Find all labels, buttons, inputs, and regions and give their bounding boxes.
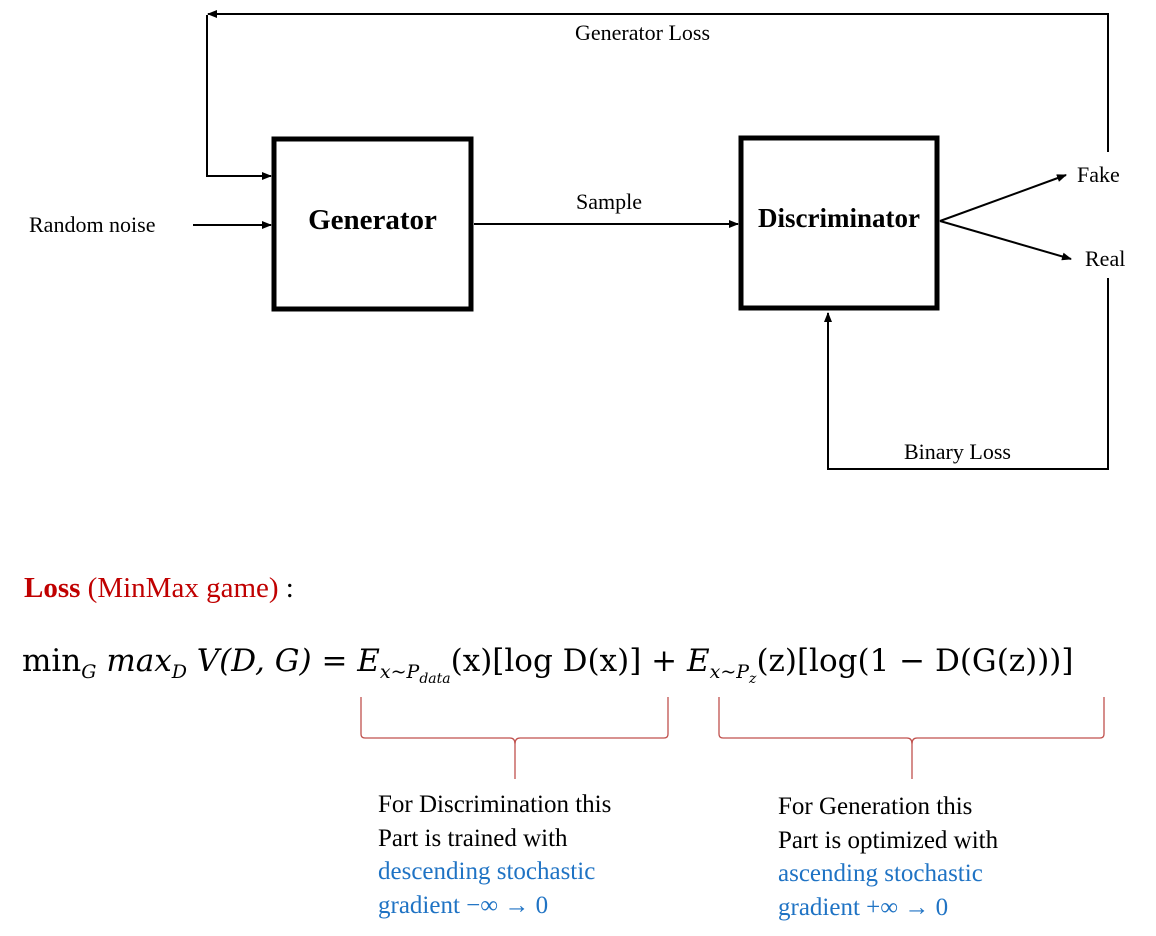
eq-min: min [22, 643, 82, 679]
eq-value-function: V(D, G) = [196, 643, 358, 679]
random-noise-label: Random noise [29, 212, 156, 237]
eq-max-sub: D [171, 661, 187, 683]
note-right-line1: For Generation this [778, 793, 973, 820]
eq-e1-subsub: data [419, 671, 451, 687]
fake-arrow [939, 174, 1067, 222]
eq-e2-subsub: z [749, 671, 757, 687]
eq-expectation-2: E [686, 643, 710, 679]
right-brace [718, 697, 1105, 779]
eq-expectation-1: E [357, 643, 380, 679]
note-right-line4: gradient +∞ → 0 [778, 893, 949, 921]
generation-note: For Generation this Part is optimized wi… [778, 790, 998, 924]
generator-loss-return [206, 15, 272, 180]
generator-title: Generator [308, 204, 437, 236]
note-right-line3: ascending stochastic [778, 860, 983, 887]
real-arrow [939, 220, 1072, 261]
binary-loss-label: Binary Loss [904, 439, 1011, 464]
eq-e2-arg: (z)[log(1 − D(G(z)))] [756, 643, 1074, 679]
minmax-equation: minG maxD V(D, G) = Ex~Pdata(x)[log D(x)… [22, 643, 1074, 687]
loss-heading: Loss (MinMax game) : [24, 572, 294, 605]
loss-word: Loss [24, 572, 81, 604]
fake-label: Fake [1077, 162, 1120, 187]
loss-colon: : [278, 572, 294, 604]
discriminator-box [738, 135, 940, 311]
eq-e1-sub: x~P [379, 661, 420, 683]
eq-max: max [106, 643, 172, 679]
eq-e2-sub: x~P [709, 661, 750, 683]
note-left-line1: For Discrimination this [378, 791, 612, 818]
note-left-line4: gradient −∞ → 0 [378, 891, 549, 919]
sample-label: Sample [576, 189, 642, 214]
generator-box [271, 136, 474, 312]
note-right-line2: Part is optimized with [778, 826, 999, 854]
generator-loss-label: Generator Loss [575, 20, 711, 45]
discriminator-title: Discriminator [758, 203, 920, 233]
real-label: Real [1085, 246, 1126, 271]
note-left-line3: descending stochastic [378, 858, 596, 885]
note-left-line2: Part is trained with [378, 824, 568, 852]
eq-min-sub: G [81, 661, 97, 683]
generator-loss-loop [207, 10, 1109, 152]
eq-e1-arg: (x)[log D(x)] + [450, 643, 687, 679]
discrimination-note: For Discrimination this Part is trained … [378, 788, 611, 922]
loss-minmax-paren: (MinMax game) [87, 572, 279, 604]
binary-loss-loop [824, 278, 1109, 470]
left-brace [360, 697, 669, 779]
